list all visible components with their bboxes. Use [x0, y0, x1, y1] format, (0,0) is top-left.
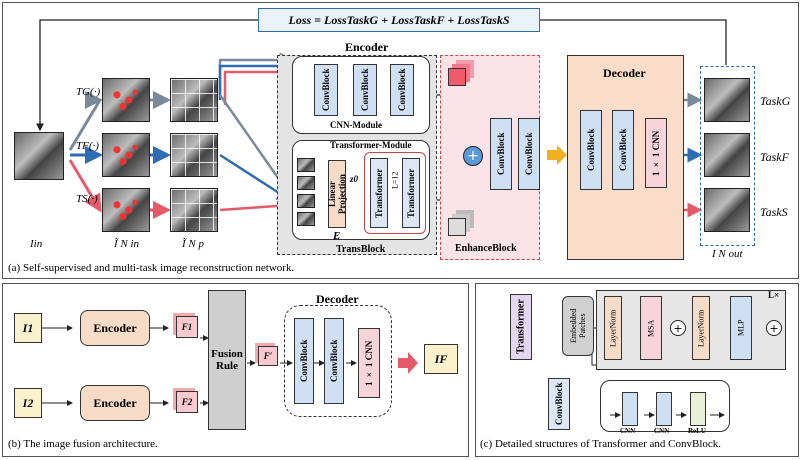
input-i2: I2: [14, 388, 42, 418]
decoder-convblock-2: ConvBlock: [612, 110, 634, 190]
panel-a: [2, 2, 799, 279]
caption-c: (c) Detailed structures of Transformer a…: [480, 438, 722, 450]
feature-stack-top: [448, 68, 466, 86]
convblock-legend: ConvBlock: [548, 378, 570, 430]
patch-strip-3: [297, 194, 315, 208]
fusion-decoder-box: [284, 305, 392, 417]
feature-stack-bottom: [448, 218, 466, 236]
arrow-s: [68, 159, 102, 213]
transformer-1: Transformer: [370, 158, 388, 228]
cnn-module-label: CNN-Module: [330, 120, 382, 130]
cnn-convblock-2: ConvBlock: [353, 64, 377, 116]
layernorm-2: LayerNorm: [692, 296, 710, 360]
label-cnn-1: CNN: [620, 427, 636, 435]
cnn-2: [656, 392, 672, 426]
layernorm-1: LayerNorm: [604, 296, 622, 360]
transformer-detail-bg: [596, 290, 786, 370]
linear-projection: Linear Projection: [327, 160, 347, 228]
label-E: E: [333, 230, 341, 242]
add-icon-1: +: [670, 320, 686, 336]
enhance-convblock-1: ConvBlock: [490, 118, 512, 190]
decoder-convblock-1: ConvBlock: [580, 110, 602, 190]
panel-c: [475, 283, 799, 457]
masked-image-g: [102, 78, 150, 122]
masked-image-s: [102, 188, 150, 232]
transformer-stack: [364, 152, 426, 234]
label-i-in-n: Ĩ N in: [114, 238, 140, 250]
fusion-convblock-2: ConvBlock: [324, 318, 344, 404]
output-if: IF: [424, 344, 458, 374]
label-task-g: TaskG: [760, 94, 791, 108]
masked-image-f: [102, 133, 150, 177]
label-task-f: TaskF: [760, 150, 789, 164]
fusion-rule: Fusion Rule: [208, 290, 246, 430]
label-task-s: TaskS: [760, 205, 788, 219]
patch-strip-1: [297, 158, 315, 172]
mlp-block: MLP: [730, 296, 752, 360]
output-image-s: [704, 188, 750, 232]
transblock-label: TransBlock: [336, 244, 386, 255]
label-z0: z0: [350, 174, 359, 184]
patch-image-g: [170, 78, 218, 122]
transformer-module-label: Transformer-Module: [330, 140, 412, 150]
panel-b-arrows: [42, 325, 418, 406]
add-icon: +: [463, 146, 483, 166]
enhanceblock-label: EnhanceBlock: [455, 243, 517, 254]
patch-strip-2: [297, 176, 315, 190]
msa-block: MSA: [640, 296, 662, 360]
relu-block: [690, 392, 706, 426]
transformer-2: Transformer: [402, 158, 420, 228]
label-t-f: TF(·): [76, 140, 99, 152]
embedded-patches: Embedded Patches: [562, 296, 594, 356]
feature-f1: F1: [176, 316, 198, 338]
input-image: [14, 132, 64, 180]
caption-a: (a) Self-supervised and multi-task image…: [8, 262, 295, 274]
arrow-g: [68, 97, 102, 151]
feature-fprime: F′: [258, 346, 278, 366]
label-relu: ReLU: [688, 427, 706, 435]
fusion-convblock-1: ConvBlock: [294, 318, 314, 404]
label-t-s: TS(·): [76, 193, 98, 205]
cnn-convblock-1: ConvBlock: [314, 64, 338, 116]
label-i-in: Iin: [30, 238, 43, 250]
loss-line-right: [540, 19, 727, 65]
enhance-convblock-2: ConvBlock: [518, 118, 540, 190]
add-icon-2: +: [766, 320, 782, 336]
label-lx: L×: [768, 290, 780, 300]
caption-b: (b) The image fusion architecture.: [8, 438, 158, 450]
convblock-detail: [600, 380, 730, 432]
feature-f2: F2: [176, 391, 198, 413]
label-t-g: TG(·): [76, 86, 101, 98]
patch-strip-4: [297, 212, 315, 226]
patch-image-s: [170, 188, 218, 232]
fusion-cnn1x1: 1 × 1 CNN: [358, 328, 380, 398]
cnn-1: [622, 392, 638, 426]
encoder-1: Encoder: [80, 310, 150, 346]
cnn-convblock-3: ConvBlock: [390, 64, 414, 116]
label-i-out: I N out: [712, 248, 743, 260]
transformer-legend: Transformer: [510, 294, 532, 360]
encoder-2: Encoder: [80, 385, 150, 421]
input-i1: I1: [14, 313, 42, 343]
loss-line-left: [36, 19, 258, 132]
label-i-p-n: Ĩ N p: [182, 238, 204, 250]
decoder-title: Decoder: [603, 66, 646, 80]
encoder-title: Encoder: [345, 40, 389, 54]
patch-image-f: [170, 133, 218, 177]
panel-b: [2, 283, 469, 457]
decoder-cnn1x1: 1 × 1 CNN: [645, 118, 667, 188]
output-box: [700, 66, 755, 246]
output-image-f: [704, 133, 750, 177]
fusion-decoder-title: Decoder: [316, 292, 359, 306]
loss-formula: Loss = LossTaskG + LossTaskF + LossTaskS: [288, 12, 510, 27]
label-cnn-2: CNN: [654, 427, 670, 435]
output-image-g: [704, 78, 750, 122]
label-l12: L=12: [390, 171, 400, 189]
loss-box: Loss = LossTaskG + LossTaskF + LossTaskS: [258, 8, 540, 32]
